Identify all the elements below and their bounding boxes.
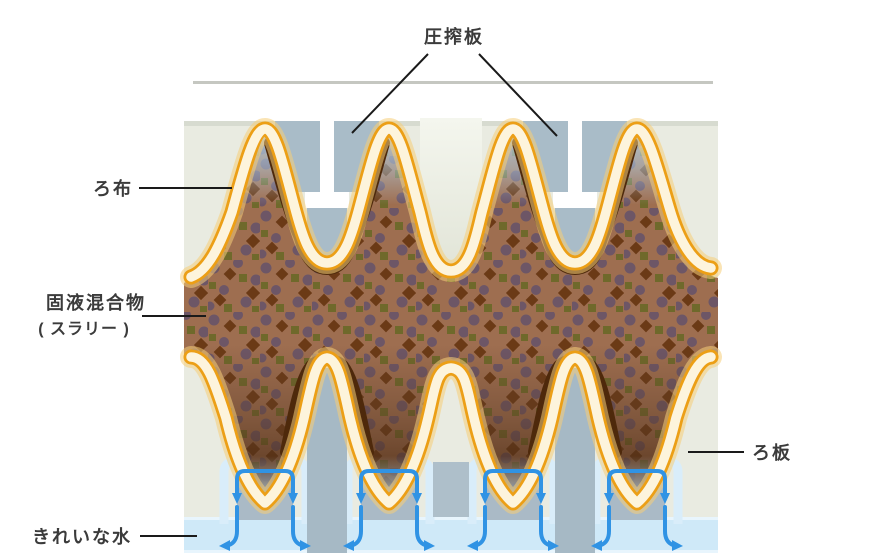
label-slurry-line1: 固液混合物 <box>46 292 146 313</box>
label-clean-water: きれいな水 <box>32 526 132 547</box>
filter-cloth-upper <box>180 118 722 288</box>
leader-line-press-plate-right <box>478 53 558 137</box>
water-flow-arrows <box>219 469 683 551</box>
filter-cloth-lower <box>180 346 722 514</box>
clean-water-strip <box>184 517 718 553</box>
label-filter-plate: ろ板 <box>752 442 792 463</box>
label-press-plate: 圧搾板 <box>424 26 484 47</box>
top-rail-line <box>193 81 713 84</box>
label-slurry-line2: ( スラリー ) <box>38 321 130 338</box>
leader-line-press-plate-left <box>351 53 429 134</box>
filter-plate-base-block <box>433 462 469 517</box>
label-filter-cloth: ろ布 <box>93 178 133 199</box>
